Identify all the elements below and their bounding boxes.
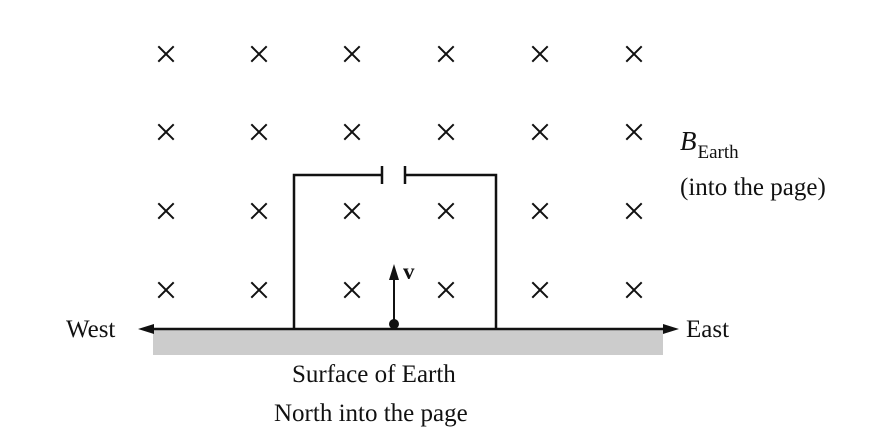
x-marker-icon bbox=[531, 281, 549, 299]
field-into-page-markers bbox=[157, 45, 643, 299]
surface-label: Surface of Earth bbox=[292, 361, 456, 388]
x-marker-icon bbox=[343, 123, 361, 141]
x-marker-icon bbox=[531, 123, 549, 141]
x-marker-icon bbox=[625, 123, 643, 141]
x-marker-icon bbox=[531, 45, 549, 63]
east-label: East bbox=[686, 316, 730, 343]
x-marker-icon bbox=[250, 123, 268, 141]
loop-right-segment bbox=[405, 173, 498, 330]
x-marker-icon bbox=[625, 45, 643, 63]
x-marker-icon bbox=[437, 45, 455, 63]
velocity-label: v bbox=[403, 259, 415, 284]
magnetic-field-label: BEarth bbox=[680, 126, 739, 163]
x-marker-icon bbox=[437, 281, 455, 299]
west-arrowhead-icon bbox=[138, 324, 154, 334]
north-note: North into the page bbox=[274, 400, 468, 427]
x-marker-icon bbox=[157, 281, 175, 299]
x-marker-icon bbox=[625, 202, 643, 220]
east-arrowhead-icon bbox=[663, 324, 679, 334]
x-marker-icon bbox=[157, 123, 175, 141]
loop-left-segment bbox=[292, 173, 382, 330]
earth-surface bbox=[153, 330, 663, 355]
x-marker-icon bbox=[157, 45, 175, 63]
x-marker-icon bbox=[250, 281, 268, 299]
x-marker-icon bbox=[157, 202, 175, 220]
field-symbol: B bbox=[680, 126, 697, 156]
x-marker-icon bbox=[437, 202, 455, 220]
x-marker-icon bbox=[625, 281, 643, 299]
field-direction-note: (into the page) bbox=[680, 174, 826, 201]
field-subscript: Earth bbox=[697, 142, 739, 163]
x-marker-icon bbox=[437, 123, 455, 141]
x-marker-icon bbox=[343, 45, 361, 63]
x-marker-icon bbox=[250, 202, 268, 220]
x-marker-icon bbox=[343, 202, 361, 220]
velocity-arrowhead-icon bbox=[389, 264, 399, 280]
x-marker-icon bbox=[250, 45, 268, 63]
x-marker-icon bbox=[343, 281, 361, 299]
x-marker-icon bbox=[531, 202, 549, 220]
west-label: West bbox=[66, 316, 116, 343]
